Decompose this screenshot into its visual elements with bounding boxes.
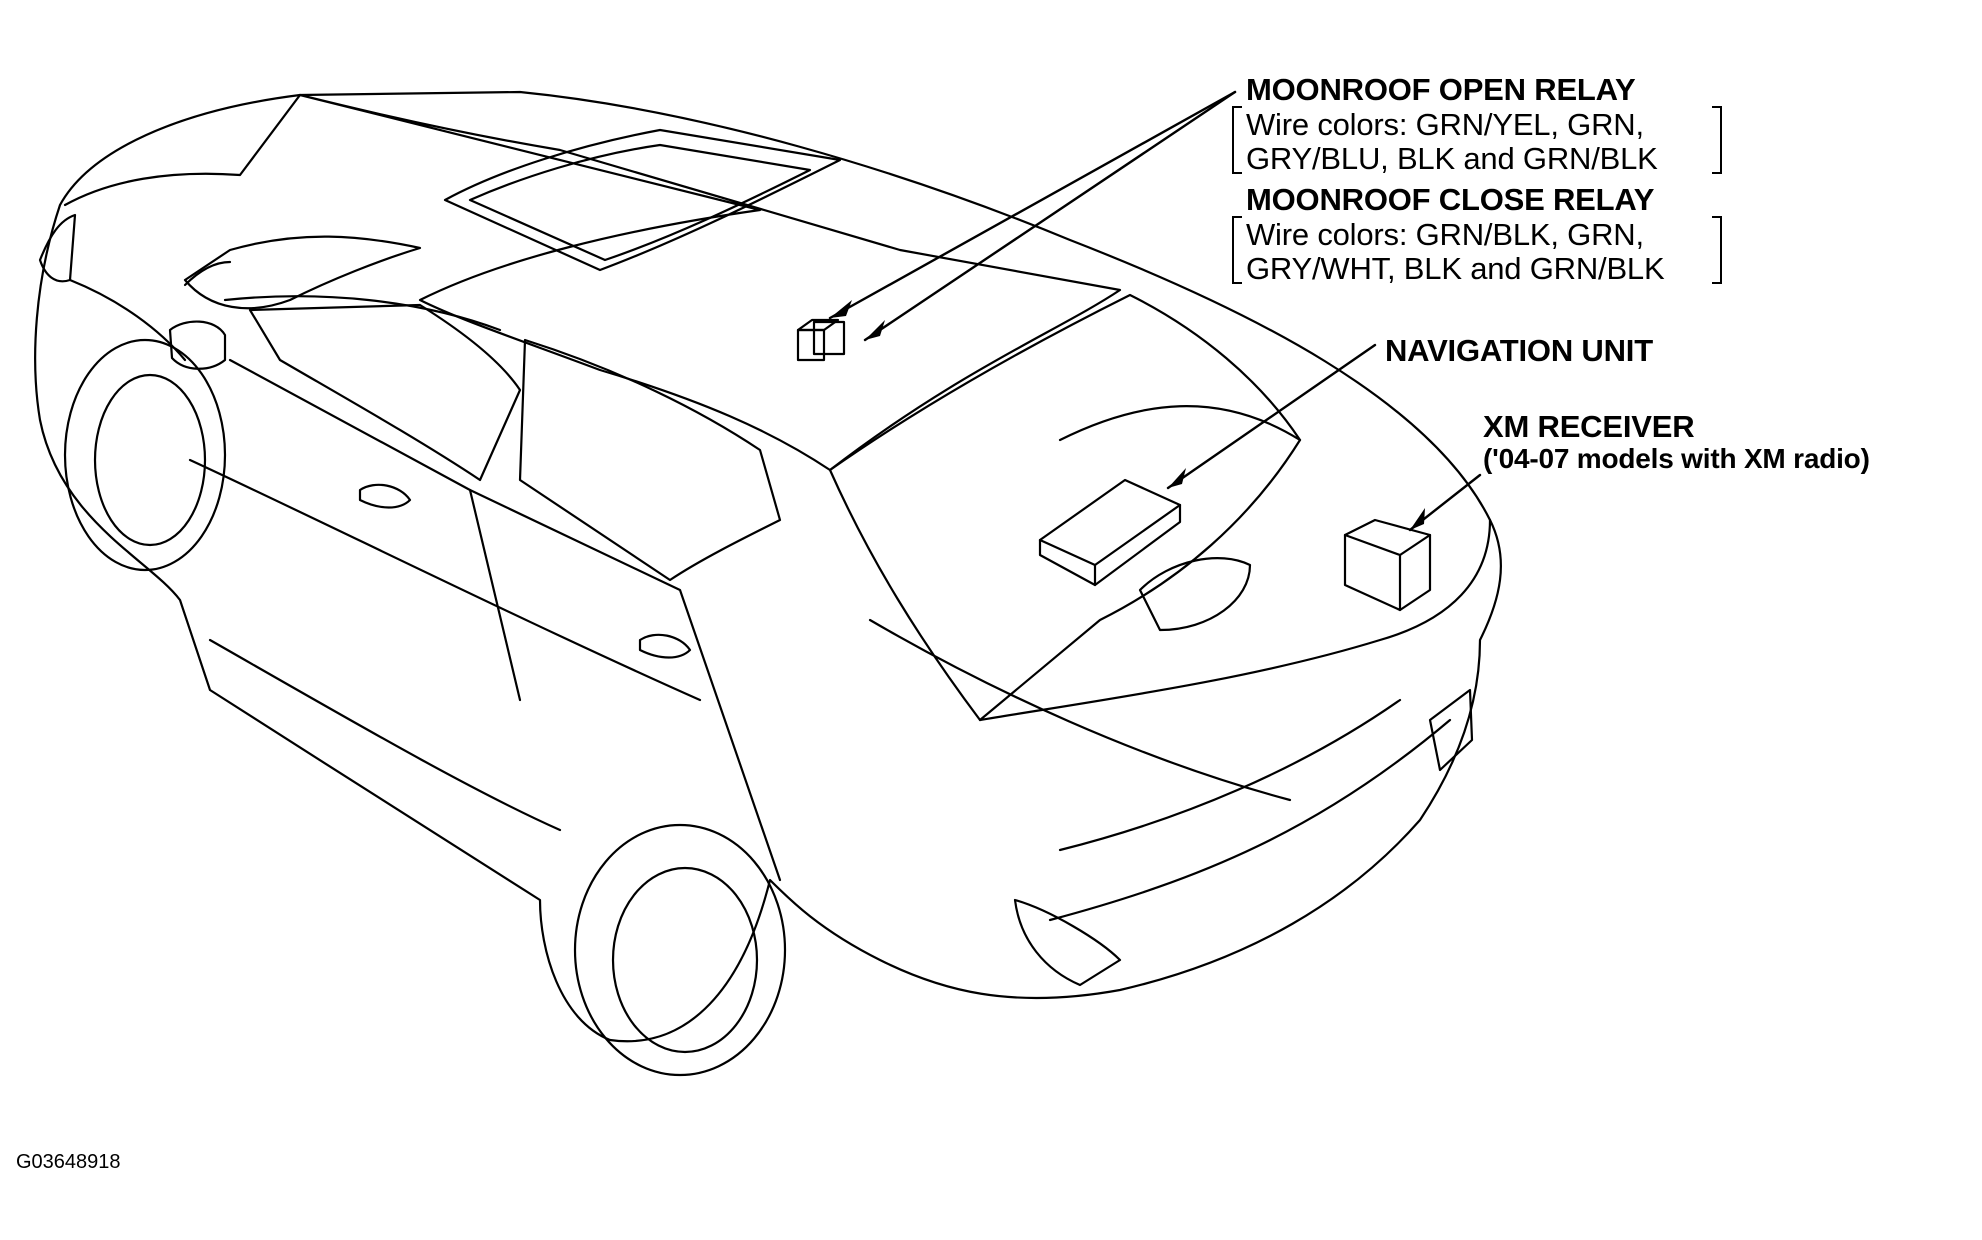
door-handle-rear: [638, 633, 692, 659]
moonroof-close-relay-wire-line2: GRY/WHT, BLK and GRN/BLK: [1246, 251, 1665, 286]
windshield: [183, 235, 422, 310]
rear-bumper: [1048, 718, 1452, 922]
trunk-handle-recess: [1138, 557, 1252, 632]
xm-receiver-box: [1343, 518, 1432, 612]
trunk-lid: [978, 518, 1492, 722]
moonroof-close-relay-title: MOONROOF CLOSE RELAY: [1246, 182, 1655, 217]
rear-window: [828, 293, 1302, 722]
front-door-window: [248, 303, 522, 482]
moonroof-close-relay-wire-line1: Wire colors: GRN/BLK, GRN,: [1246, 217, 1644, 252]
leader-navigation: [1166, 343, 1377, 490]
navigation-unit-box: [1038, 478, 1182, 587]
door-handle-front: [358, 483, 412, 509]
rear-wheel-inner: [611, 866, 759, 1054]
close-relay-left-bracket: [1232, 216, 1242, 284]
sill: [208, 638, 562, 832]
body-side-crease: [188, 458, 702, 702]
sunroof-inner: [468, 143, 812, 262]
front-bumper: [38, 213, 77, 283]
car-body-outline: [34, 90, 1502, 1043]
trunk-edge: [868, 618, 1292, 802]
a-pillar: [223, 295, 502, 332]
front-wheel-inner: [93, 373, 207, 547]
xm-receiver-note: ('04-07 models with XM radio): [1483, 443, 1870, 474]
moonroof-open-relay: [796, 328, 826, 362]
arrowhead-navigation: [1168, 468, 1186, 488]
tail-light: [1013, 898, 1122, 987]
open-relay-left-bracket: [1232, 106, 1242, 174]
open-relay-right-bracket: [1712, 106, 1722, 174]
moonroof-open-relay-wire-line2: GRY/BLU, BLK and GRN/BLK: [1246, 141, 1658, 176]
rear-door-window: [518, 338, 782, 582]
arrowheads: [830, 300, 1425, 530]
moonroof-close-relay: [812, 320, 846, 356]
tail-light-right: [1428, 688, 1474, 772]
navigation-unit-title: NAVIGATION UNIT: [1385, 333, 1653, 368]
moonroof-relays: [796, 318, 846, 362]
leader-open-relay: [828, 90, 1237, 320]
xm-receiver-title: XM RECEIVER: [1483, 409, 1695, 444]
hood-line: [63, 93, 302, 207]
side-mirror: [168, 320, 227, 370]
door-line-2: [468, 488, 782, 882]
moonroof-open-relay-title: MOONROOF OPEN RELAY: [1246, 72, 1636, 107]
sunroof-outer: [443, 128, 842, 272]
arrowhead-xm: [1410, 508, 1425, 530]
door-line-1: [228, 358, 522, 702]
parcel-shelf: [1058, 405, 1302, 442]
arrowhead-close-relay: [865, 320, 885, 340]
figure-code: G03648918: [16, 1151, 121, 1173]
windshield-base: [183, 260, 232, 287]
leader-close-relay: [863, 90, 1237, 342]
hood-crease: [68, 278, 187, 362]
front-wheel-outer: [63, 338, 227, 572]
rear-wheel-outer: [573, 823, 787, 1077]
close-relay-right-bracket: [1712, 216, 1722, 284]
trunk-lower: [1058, 698, 1402, 852]
roof-outline: [298, 93, 1122, 472]
arrowhead-open-relay: [830, 300, 852, 318]
moonroof-open-relay-wire-line1: Wire colors: GRN/YEL, GRN,: [1246, 107, 1644, 142]
